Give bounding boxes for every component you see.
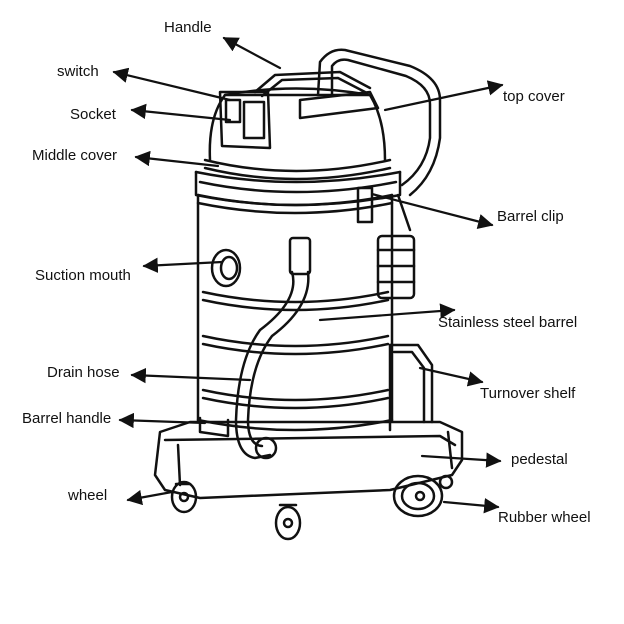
wheel-left-shape <box>170 480 198 514</box>
suction-mouth-shape <box>210 248 242 288</box>
label-rubber-wheel: Rubber wheel <box>498 509 591 526</box>
switch-socket-shape <box>218 90 272 150</box>
label-top-cover: top cover <box>503 88 565 105</box>
label-barrel-clip: Barrel clip <box>497 208 564 225</box>
label-middle-cover: Middle cover <box>32 147 118 164</box>
barrel-handle-shape <box>198 416 230 438</box>
label-stainless-steel-barrel: Stainless steel barrel <box>438 314 578 331</box>
top-cover-shape <box>203 87 392 181</box>
label-suction-mouth: Suction mouth <box>35 267 131 284</box>
label-arrows <box>112 36 504 514</box>
side-holder-shape <box>376 234 416 300</box>
drain-hose-shape <box>234 236 312 460</box>
top-handle-shape <box>253 70 380 120</box>
pedestal-shape <box>153 420 464 500</box>
label-pedestal: pedestal <box>511 451 568 468</box>
label-turnover-shelf: Turnover shelf <box>480 385 576 402</box>
rubber-wheel-shape <box>392 474 454 518</box>
wheel-front-shape <box>274 503 302 541</box>
label-drain-hose: Drain hose <box>47 364 120 381</box>
label-handle: Handle <box>164 19 212 36</box>
barrel-clip-shape <box>356 186 412 232</box>
label-switch: switch <box>57 63 99 80</box>
label-socket: Socket <box>70 106 116 123</box>
rear-handle-shape <box>316 48 442 197</box>
label-wheel: wheel <box>68 487 108 504</box>
label-barrel-handle: Barrel handle <box>22 410 112 427</box>
turnover-shelf-shape <box>388 343 434 432</box>
